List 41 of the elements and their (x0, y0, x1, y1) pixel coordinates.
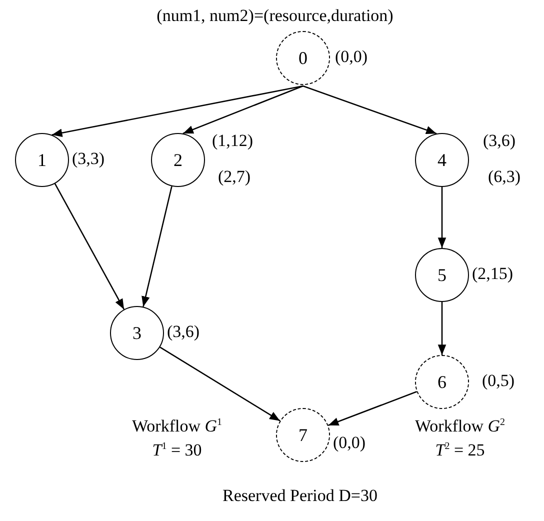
arrow (328, 391, 417, 426)
resource-duration-label: (3,6) (167, 322, 200, 342)
workflow-label: Workflow G$^{2}$ (414, 417, 506, 436)
arrow (302, 85, 437, 134)
task-number: 0 (298, 48, 308, 68)
resource-duration-label: (3,3) (72, 149, 105, 169)
arrow (438, 187, 446, 248)
resource-duration-label: (2,15) (472, 264, 514, 284)
task-circle (415, 355, 469, 409)
task-circle (110, 306, 164, 360)
task-circle (151, 133, 205, 187)
task-number: 6 (438, 372, 446, 392)
workflow-label: Workflow G$^{1}$ (130, 417, 224, 436)
task-number: 4 (438, 150, 446, 170)
arrow (142, 186, 172, 307)
task-circle (415, 133, 469, 187)
task-number: 1 (38, 150, 46, 170)
resource-duration-label: (0,5) (482, 371, 515, 391)
task-circle (415, 248, 469, 302)
task-circle (276, 31, 330, 85)
arrow (160, 346, 280, 422)
resource-duration-label: (0,0) (333, 433, 366, 453)
arrow (54, 183, 125, 310)
resource-duration-label: (3,6) (483, 131, 516, 151)
task-number: 2 (174, 150, 182, 170)
workflow-label: T$^{1}$ = 30 (151, 441, 203, 460)
task-number: 7 (298, 424, 308, 446)
resource-duration-label: (2,7) (218, 167, 251, 187)
arrow (52, 85, 304, 137)
workflow-label: T$^{2}$ = 25 (434, 441, 486, 460)
workflow-label: Reserved Period D=30 (221, 487, 378, 506)
task-circle (276, 408, 330, 462)
arrow (438, 302, 446, 355)
resource-duration-label: (6,3) (488, 167, 521, 187)
arrow (182, 85, 304, 134)
task-number: 5 (438, 264, 446, 286)
task-number: 3 (132, 322, 142, 344)
diagram-title: (num1, num2)=(resource,duration) (156, 6, 394, 26)
resource-duration-label: (1,12) (212, 131, 254, 151)
task-circle (15, 133, 69, 187)
resource-duration-label: (0,0) (335, 47, 368, 67)
